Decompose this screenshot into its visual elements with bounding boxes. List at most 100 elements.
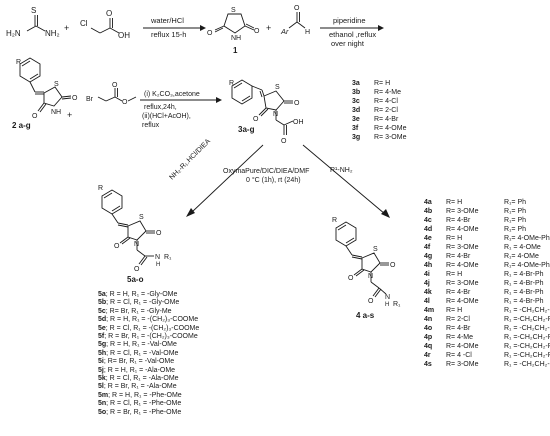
series-5-item: 5c; R= Br, R₁ = -Gly-Me — [98, 308, 199, 316]
series-4-r1: R₁ = 4-Br-Ph — [504, 298, 544, 305]
series-5-id: 5k — [98, 375, 106, 383]
series-4-id: 4a — [424, 199, 432, 206]
series-5-id: 5f — [98, 333, 105, 341]
series-5-text: ; R = H, R₁ = -Val-OMe — [106, 341, 177, 349]
series-3-r: R= 4-OMe — [374, 125, 407, 132]
compound-2-s-label: S — [54, 81, 59, 88]
series-5-text: ; R = Br, R₁ = -(CH₂)₃-COOMe — [104, 333, 198, 341]
series-5-id: 5o — [98, 408, 107, 416]
series-4-r1: R₁ = -CH₂CH₂-Ph — [504, 307, 550, 314]
series-4-id: 4d — [424, 226, 433, 233]
tzd-s-label: S — [231, 7, 236, 14]
product-5-label: 5a-o — [127, 275, 144, 284]
compound-5-o1-label: O — [114, 243, 120, 250]
series-4-id: 4r — [424, 352, 431, 359]
series-5-item: 5j; R = H, R₁ = -Ala-OMe — [98, 367, 199, 375]
series-5-item: 5n; R = Cl, R₁ = -Phe-OMe — [98, 400, 199, 408]
series-3-r: R= 4-Me — [374, 89, 402, 96]
compound-4-n-label: N — [368, 273, 373, 280]
series-3-r: R= H — [374, 80, 391, 87]
intermediate-2-label: 2 a-g — [12, 121, 31, 130]
compound-2-o2-label: O — [72, 95, 78, 102]
tzd-o2-label: O — [254, 28, 260, 35]
reagent-left-label: NH₂-R₁.HCl/DIEA — [168, 138, 212, 182]
compound-5-h-label: H — [156, 262, 160, 268]
series-4-r: R= 4-Br — [446, 217, 471, 224]
tzd-o1-label: O — [207, 30, 213, 37]
compound-3-o2-label: O — [294, 100, 300, 107]
acid-o-label: O — [106, 9, 112, 18]
compound-2-o1-label: O — [32, 113, 38, 120]
thiourea-nh2-label: NH₂ — [45, 29, 60, 38]
series-4-id: 4q — [424, 343, 433, 350]
series-4-r1: R₁ =-CH₂CH₂-Ph — [504, 343, 550, 350]
series-5-id: 5j — [98, 366, 104, 374]
series-4-r1: R₁ =-CH₂CH₂-Ph — [504, 352, 550, 359]
series-5-item: 5m; R = H, R₁ = -Phe-OMe — [98, 392, 199, 400]
series-4-r1: R₁ =-CH₂CH₂-Ph — [504, 334, 550, 341]
series-4-r: R= 3-OMe — [446, 208, 479, 215]
series-4-r: R= 4-OMe — [446, 226, 479, 233]
series-4-r1: R₁ =-CH₂CH₂-Ph — [504, 316, 550, 323]
step2-conditions-below-1: ethanol ,reflux — [329, 30, 376, 39]
series-5-item: 5a; R = H, R₁ = -Gly-OMe — [98, 291, 199, 299]
compound-4-r-label: R — [332, 217, 337, 224]
compound-3-oh-label: OH — [293, 119, 304, 126]
compound-4-o2-label: O — [390, 262, 396, 269]
series-4-r1: R₁= Ph — [504, 199, 527, 206]
compound-3-r-label: R — [229, 80, 234, 87]
series-5-text: ; R = H, R₁ = -(CH₂)₃-COOMe — [106, 316, 199, 324]
series-5-id: 5b — [98, 299, 107, 307]
series-3-r: R= 4-Cl — [374, 98, 398, 105]
series-5-text: ; R = Cl, R₁ = -Ala-OMe — [105, 375, 179, 383]
compound-5-o2-label: O — [156, 230, 162, 237]
series-4-r: R= 3-OMe — [446, 361, 479, 368]
intermediate-3-label: 3a-g — [238, 125, 255, 134]
arrow-left-branch — [191, 144, 264, 213]
series-4-r1: R₁ = 4-OMe — [504, 244, 541, 251]
compound-5-nh-label: N — [155, 254, 160, 261]
series-5-item: 5o; R = Br, R₁ = -Phe-OMe — [98, 409, 199, 417]
plus-sign-3: + — [67, 110, 72, 120]
compound-3-structure — [231, 79, 294, 135]
series-4-r1: R₁ = 4-Br-Ph — [504, 280, 544, 287]
series-5-id: 5d — [98, 316, 107, 324]
compound-4-h-label: H — [385, 302, 389, 308]
series-3-id: 3f — [352, 125, 359, 132]
series-5-id: 5h — [98, 349, 107, 357]
series-5-text: ; R = Cl, R₁ = -Val-OMe — [106, 349, 179, 357]
series-4-id: 4i — [424, 271, 430, 278]
series-5-id: 5a — [98, 291, 106, 298]
series-5-text: ; R = Cl, R₁ = -(CH₂)₃-COOMe — [105, 324, 200, 332]
series-4-r: R= 3-OMe — [446, 244, 479, 251]
series-5-text: ; R = Br, R₁ = -Phe-OMe — [106, 408, 182, 416]
series-4-r: R= 4-OMe — [446, 262, 479, 269]
series-4-id: 4p — [424, 334, 433, 341]
compound-5-n-label: N — [134, 241, 139, 248]
series-5-id: 5i — [98, 358, 104, 366]
compound-4-nh-label: N — [385, 294, 390, 301]
series-4-r1: R₁ = -CH₂CH₂-Ph — [504, 361, 550, 368]
arrow-step-1-head — [200, 25, 206, 31]
bromoacetate-br-label: Br — [86, 96, 94, 103]
series-4-r1: R₁= 4-OMe — [504, 253, 539, 260]
series-3-r: R= 2-Cl — [374, 107, 398, 114]
series-5-item: 5l; R = Br, R₁ = -Ala-OMe — [98, 383, 199, 391]
thiourea-h2n-label: H₂N — [6, 29, 21, 38]
